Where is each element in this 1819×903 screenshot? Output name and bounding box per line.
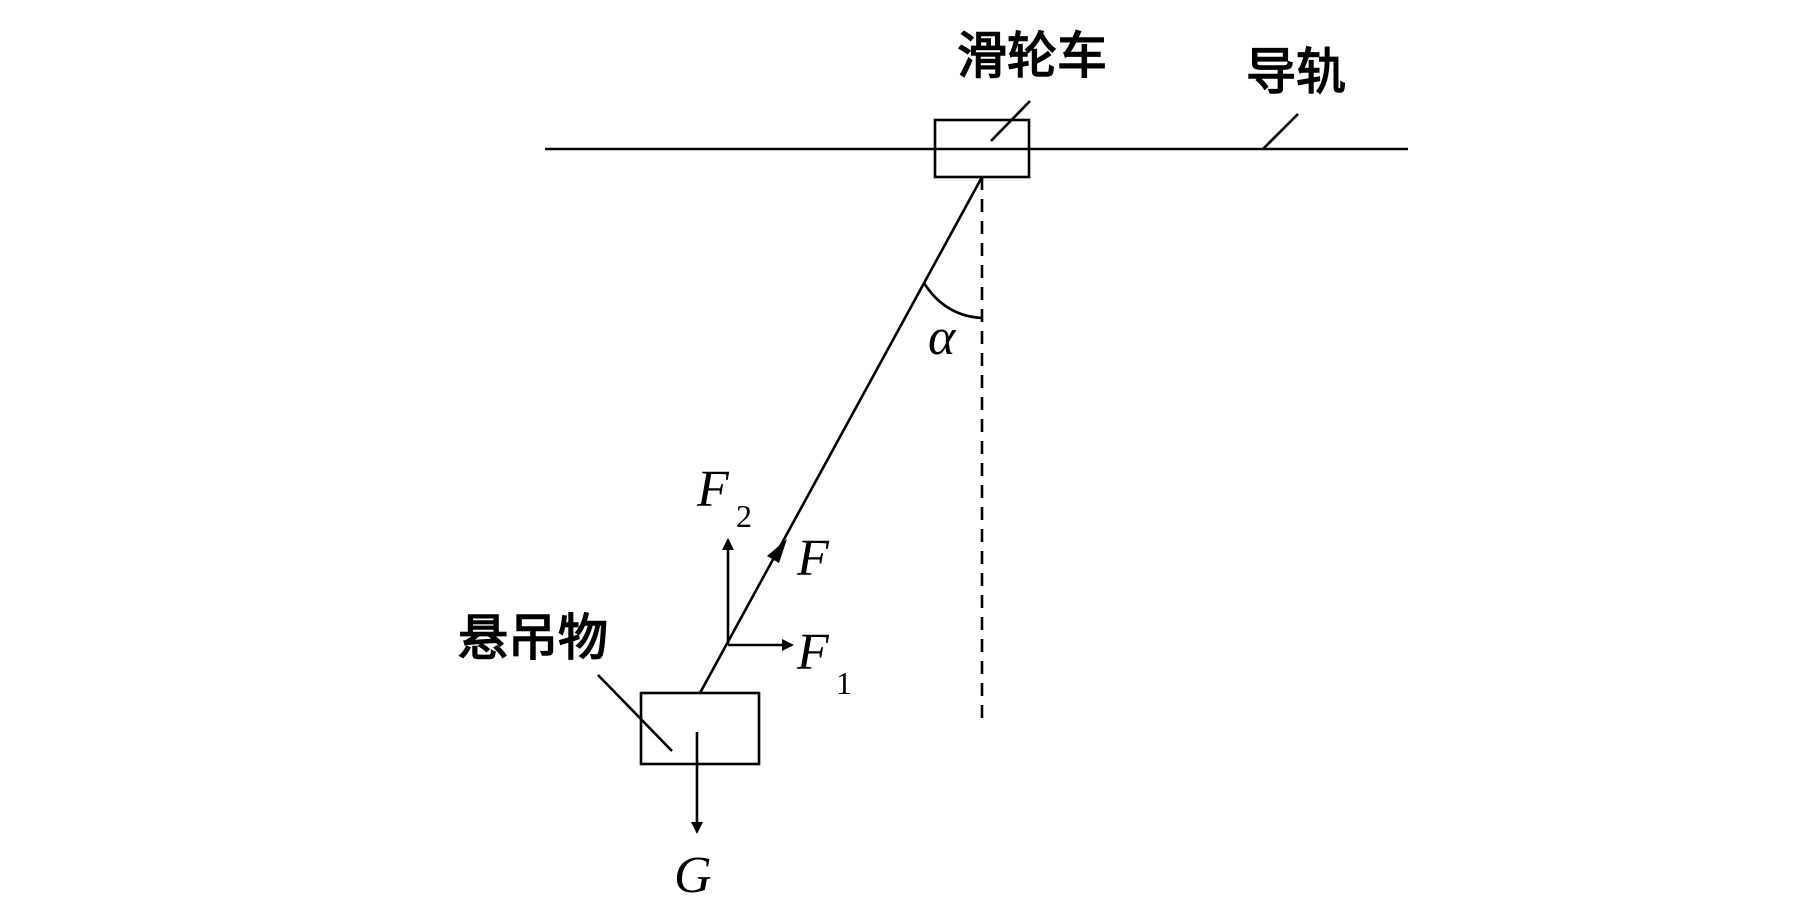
load-label: 悬吊物 [458, 608, 608, 667]
gravity-label: G [674, 847, 712, 903]
force-f1-label: F [796, 624, 830, 681]
rail-label: 导轨 [1246, 42, 1346, 101]
force-f1-subscript: 1 [836, 665, 852, 701]
trolley-label-leader [990, 100, 1031, 142]
rail-label-leader [1262, 113, 1299, 150]
force-f2-label: F [696, 461, 730, 518]
rope-line [698, 176, 984, 694]
angle-alpha-arc [922, 282, 983, 320]
load-label-leader [597, 674, 673, 752]
force-f2-subscript: 2 [736, 498, 752, 534]
load-box [639, 691, 761, 766]
angle-alpha-label: α [928, 309, 957, 366]
trolley-label: 滑轮车 [957, 26, 1107, 85]
force-f-label: F [796, 530, 830, 587]
tension-arrowhead [767, 539, 787, 563]
